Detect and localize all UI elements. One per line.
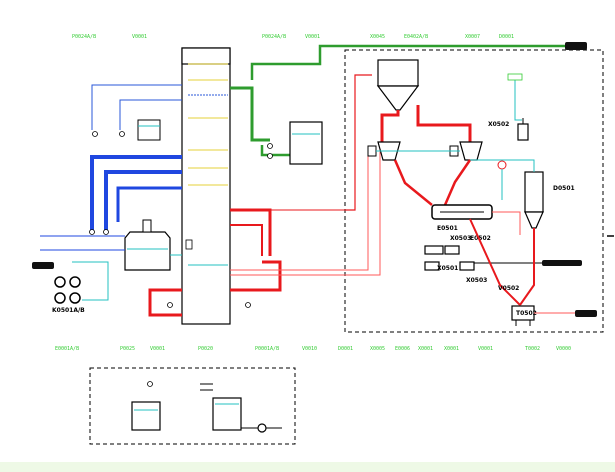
valve-icon <box>89 229 95 235</box>
valve-x0502 <box>517 118 529 141</box>
valve-icon <box>103 229 109 235</box>
product-arrow <box>542 260 582 266</box>
bottom-tank-2 <box>212 397 242 431</box>
bottom-label: X0005 <box>370 346 385 352</box>
bagging-outlet-arrow <box>575 310 597 317</box>
package-boundary-bottom <box>89 367 296 445</box>
valve-icon <box>119 131 125 137</box>
bottom-tank-1 <box>131 401 161 431</box>
hot-line-cyclone-out <box>380 110 400 142</box>
top-label: E0402A/B <box>404 34 428 40</box>
label-v0502: V0502 <box>498 285 519 292</box>
label-x0503: X0503 <box>450 235 471 242</box>
cyan-line-1 <box>72 261 109 301</box>
valve-markers <box>89 131 273 387</box>
vessel-top-left <box>137 119 161 141</box>
bottom-label: E0006 <box>395 346 410 352</box>
pump-icon <box>257 423 267 433</box>
top-label: V0001 <box>305 34 320 40</box>
label-k0501: K0501A/B <box>52 307 85 314</box>
package-boundary-right <box>344 49 604 333</box>
top-label: D0001 <box>499 34 514 40</box>
thin-red-dryer <box>492 211 521 235</box>
hot-line-dryer-down <box>519 228 535 306</box>
pump-pair-left <box>54 276 81 304</box>
bottom-label: V0010 <box>302 346 317 352</box>
bottom-label: X0001 <box>444 346 459 352</box>
top-label-row: P0024A/B V0001 P0024A/B V0001 X0045 E040… <box>72 34 514 40</box>
feed-inlet-arrow <box>32 262 54 269</box>
cooling-line-2 <box>119 99 182 130</box>
feed-tank-left <box>124 219 171 271</box>
hot-line-ex-right <box>443 159 472 206</box>
main-column <box>181 47 231 325</box>
hot-line-right-2 <box>230 224 263 256</box>
steam-outlet-arrow <box>565 42 587 50</box>
bottom-label: T0002 <box>525 346 540 352</box>
hot-line-to-bagging <box>469 218 521 306</box>
hot-line-right-col <box>230 208 272 256</box>
thin-red-return <box>230 155 369 271</box>
steam-line-branch <box>260 145 290 157</box>
label-t0502: T0502 <box>516 310 537 317</box>
steam-line-header <box>250 44 565 80</box>
bottom-label: V0000 <box>556 346 571 352</box>
hot-line-package-in <box>345 74 372 211</box>
label-x0503-bottom: X0503 <box>466 277 487 284</box>
cyan-line-top-right <box>514 80 522 121</box>
motor-group <box>424 245 475 271</box>
rotary-dryer <box>431 204 493 220</box>
bottom-label: V0001 <box>478 346 493 352</box>
bottom-label: P0001A/B <box>255 346 279 352</box>
cooling-return-thick-3 <box>116 186 182 222</box>
hot-line-ex-left <box>393 159 433 206</box>
bottom-label: E0001A/B <box>55 346 79 352</box>
top-label: P0024A/B <box>72 34 96 40</box>
bottom-label: P0025 <box>120 346 135 352</box>
label-x0501: X0501 <box>437 265 458 272</box>
label-x0502: X0502 <box>488 121 509 128</box>
label-e0502: E0502 <box>470 235 491 242</box>
valve-icon <box>267 143 273 149</box>
valve-icon <box>267 153 273 159</box>
cooling-line-top <box>91 84 182 130</box>
thin-red-return-2 <box>230 150 381 276</box>
label-e0501: E0501 <box>437 225 458 232</box>
top-label: X0007 <box>465 34 480 40</box>
cyan-dryer-line <box>470 159 535 172</box>
cyclone-separator <box>376 59 420 111</box>
valve-icon <box>92 131 98 137</box>
bottom-label-row: E0001A/B P0025 V0001 P0020 P0001A/B V001… <box>55 346 571 352</box>
hot-line-bottom-1 <box>148 288 182 317</box>
bottom-label: X0001 <box>418 346 433 352</box>
vessel-steam-receiver <box>289 121 323 165</box>
cooling-return-thick <box>90 155 182 232</box>
label-d0501: D0501 <box>553 185 575 192</box>
instrument-box <box>507 73 523 81</box>
bottom-label: P0020 <box>198 346 213 352</box>
instrument-icon <box>497 160 507 170</box>
top-label: X0045 <box>370 34 385 40</box>
bottom-label: D0001 <box>338 346 353 352</box>
top-label: P0024A/B <box>262 34 286 40</box>
bottom-label: V0001 <box>150 346 165 352</box>
top-label: V0001 <box>132 34 147 40</box>
dryer-column-right <box>524 171 544 229</box>
hot-line-cyclone-right <box>416 105 472 142</box>
cooling-return-thick-2 <box>104 170 182 232</box>
valve-icon <box>167 302 173 308</box>
valve-icon <box>147 381 153 387</box>
valve-icon <box>245 302 251 308</box>
hot-line-bottom-2 <box>230 260 282 292</box>
steam-line-top <box>230 86 270 142</box>
